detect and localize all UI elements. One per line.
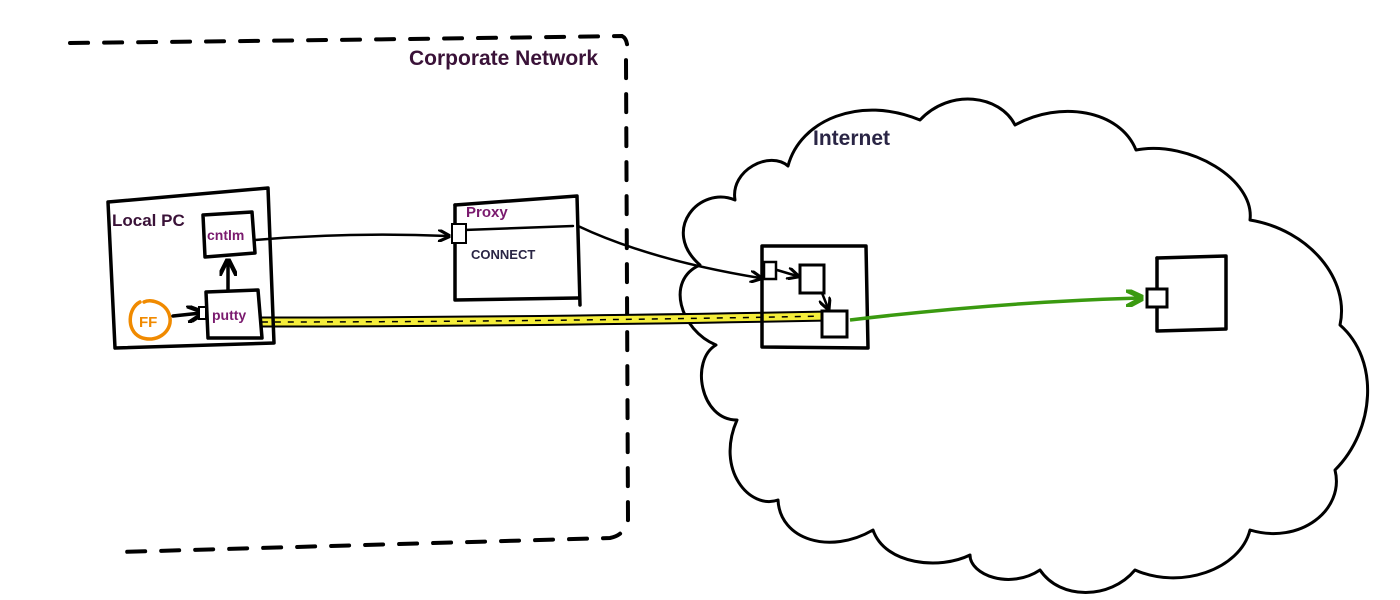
proxy-method-label: CONNECT bbox=[471, 247, 535, 262]
putty-node bbox=[204, 288, 264, 340]
cntlm-to-proxy-arrow bbox=[253, 235, 448, 240]
destination-server bbox=[1145, 254, 1228, 333]
putty-port bbox=[198, 306, 207, 320]
putty-label: putty bbox=[212, 307, 246, 323]
local-pc-node bbox=[106, 186, 276, 350]
proxy-node bbox=[451, 194, 582, 307]
server-to-destination-arrow bbox=[849, 298, 1140, 322]
cntlm-label: cntlm bbox=[207, 227, 244, 243]
corporate-network-label: Corporate Network bbox=[409, 47, 598, 70]
local-pc-label: Local PC bbox=[112, 211, 185, 230]
ssh-tunnel bbox=[261, 310, 831, 328]
corporate-network-boundary bbox=[68, 33, 631, 554]
proxy-label: Proxy bbox=[466, 204, 508, 221]
cntlm-node bbox=[201, 210, 257, 259]
ff-to-putty-arrow bbox=[171, 313, 201, 316]
firefox-label: FF bbox=[139, 314, 157, 331]
internet-cloud bbox=[678, 97, 1369, 594]
internet-relay-server bbox=[760, 244, 870, 350]
firefox-node bbox=[128, 299, 172, 341]
internet-label: Internet bbox=[813, 127, 890, 150]
proxy-to-server-arrow bbox=[576, 224, 760, 278]
